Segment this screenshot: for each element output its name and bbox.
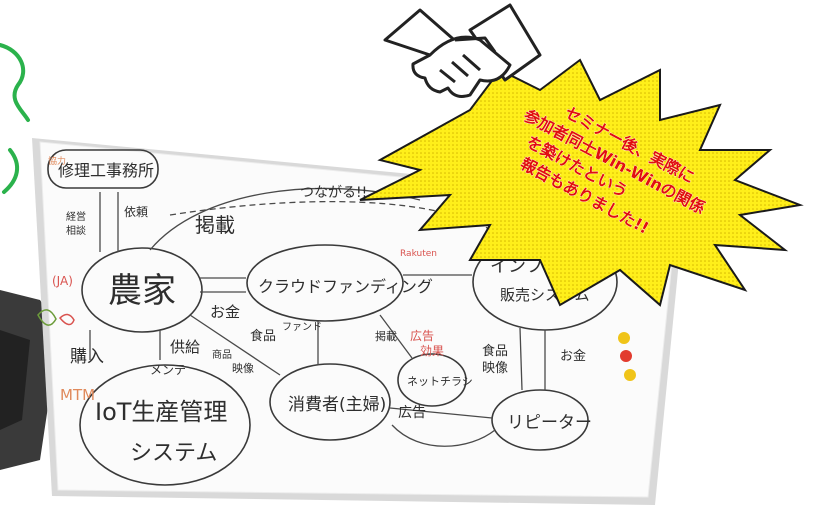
flow-arrows (89, 187, 546, 447)
node-consumer (269, 363, 391, 441)
edge-label-ja: (JA) (52, 274, 73, 288)
edge-label-supply: 供給 (170, 338, 200, 356)
edge-label-maintenance: メンテ (150, 363, 186, 377)
vegetable-doodle-icon (37, 309, 75, 326)
node-repair-shop-label: 修理工事務所 (58, 161, 154, 180)
green-swirl-decoration (0, 43, 30, 194)
callout-burst (359, 58, 804, 307)
node-net-flyer-label: ネットチラシ (407, 375, 473, 388)
node-iot-label-line2: システム (130, 441, 217, 466)
edge-label-product2: 映像 (232, 362, 254, 375)
edge-label-food2: 食品 (482, 343, 508, 359)
edge-label-purchase: 購入 (70, 347, 104, 367)
edge-label-sub-top: 協力 (48, 155, 66, 167)
node-crowdfunding (246, 244, 404, 322)
edge-label-money1: お金 (210, 303, 240, 321)
handshake-icon (383, 3, 542, 98)
magnet-icon (618, 332, 636, 381)
edge-label-money2: お金 (560, 348, 586, 364)
edge-label-connect: つながる!! (300, 185, 367, 201)
edge-label-fund: ファンド (282, 322, 322, 333)
edge-label-red-note2: 効果 (420, 343, 444, 358)
edge-label-red-note1: 広告 (410, 329, 434, 343)
edge-label-food1: 食品 (250, 328, 276, 344)
node-repair-shop (47, 149, 159, 189)
node-farmer (81, 247, 203, 333)
edge-label-product: 商品 (212, 348, 232, 361)
edge-label-listing: 掲載 (195, 213, 235, 237)
edge-label-video2: 映像 (482, 361, 508, 376)
node-repeater-label: リピーター (507, 413, 592, 433)
edge-label-consult: 経営 (66, 210, 86, 223)
node-consumer-label: 消費者(主婦) (288, 395, 386, 415)
node-farmer-label: 農家 (108, 271, 176, 311)
node-iot-label-line1: IoT生産管理 (95, 398, 227, 426)
edge-label-request: 依頼 (124, 204, 148, 219)
edge-label-post: 掲載 (375, 329, 397, 343)
node-net-flyer (397, 353, 467, 407)
edge-label-consult2: 相談 (66, 224, 86, 237)
node-crowdfunding-label: クラウドファンディング (258, 277, 433, 296)
edge-label-mtm: MTM (60, 386, 95, 404)
edge-label-red-note3: Rakuten (400, 249, 437, 259)
node-iot (79, 364, 251, 486)
node-repeater (491, 389, 589, 451)
edge-label-ad: 広告 (398, 405, 426, 421)
